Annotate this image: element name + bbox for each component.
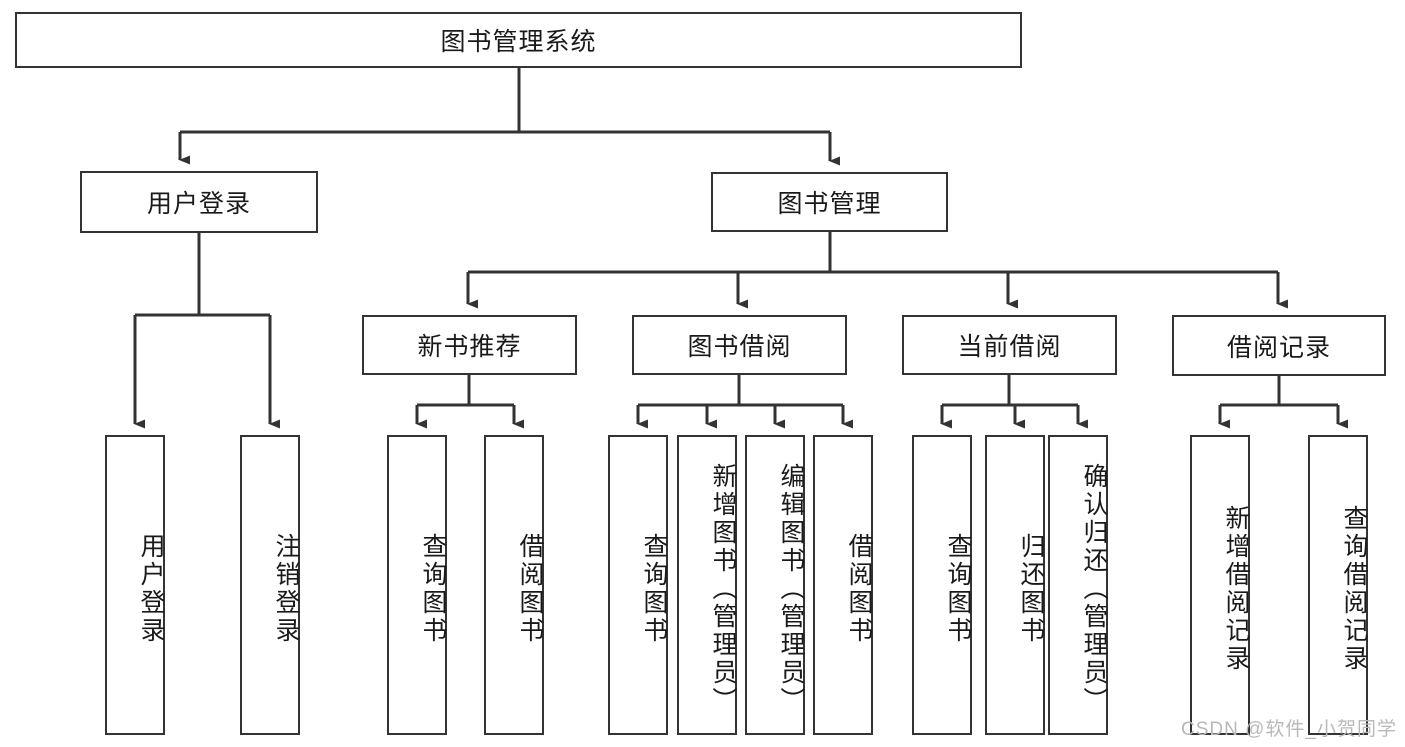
node-user-login[interactable]: 用户登录: [80, 171, 318, 233]
node-book-management[interactable]: 图书管理: [711, 172, 948, 232]
node-label: 图书借阅: [687, 333, 792, 361]
leaf-borrow-query-book[interactable]: 查询图书: [608, 435, 668, 735]
node-label: 注销登录: [272, 533, 300, 645]
node-label: 编辑图书（管理员）: [777, 463, 805, 715]
node-label: 查询图书: [419, 533, 447, 645]
node-label: 借阅图书: [516, 533, 544, 645]
leaf-newbook-query-book[interactable]: 查询图书: [387, 435, 447, 735]
leaf-newbook-borrow-book[interactable]: 借阅图书: [484, 435, 544, 735]
leaf-user-logout[interactable]: 注销登录: [240, 435, 300, 735]
node-book-borrow[interactable]: 图书借阅: [632, 315, 847, 375]
node-label: 图书管理: [777, 190, 882, 218]
leaf-current-return-book[interactable]: 归还图书: [985, 435, 1045, 735]
node-label: 用户登录: [146, 190, 251, 218]
leaf-record-query-record[interactable]: 查询借阅记录: [1308, 435, 1368, 735]
node-borrow-record[interactable]: 借阅记录: [1172, 315, 1386, 376]
node-label: 查询借阅记录: [1340, 505, 1368, 673]
node-label: 新书推荐: [417, 333, 522, 361]
node-label: 借阅图书: [845, 533, 873, 645]
leaf-current-query-book[interactable]: 查询图书: [912, 435, 972, 735]
node-label: 借阅记录: [1226, 333, 1331, 362]
node-label: 用户登录: [137, 533, 165, 645]
node-current-borrow[interactable]: 当前借阅: [902, 315, 1117, 375]
node-label: 归还图书: [1017, 533, 1045, 645]
leaf-current-confirm-return-admin[interactable]: 确认归还（管理员）: [1048, 435, 1108, 735]
node-root-system[interactable]: 图书管理系统: [15, 12, 1022, 68]
leaf-user-login[interactable]: 用户登录: [105, 435, 165, 735]
csdn-watermark: CSDN @软件_小贺同学: [1181, 719, 1397, 740]
node-label: 图书管理系统: [440, 28, 597, 56]
node-label: 确认归还（管理员）: [1080, 463, 1108, 715]
node-label: 当前借阅: [957, 333, 1062, 361]
leaf-borrow-edit-book-admin[interactable]: 编辑图书（管理员）: [745, 435, 805, 735]
leaf-borrow-add-book-admin[interactable]: 新增图书（管理员）: [677, 435, 737, 735]
node-label: 新增借阅记录: [1222, 505, 1250, 673]
node-label: 查询图书: [944, 533, 972, 645]
node-label: 查询图书: [640, 533, 668, 645]
node-new-book-recommend[interactable]: 新书推荐: [362, 315, 577, 375]
leaf-borrow-lend-book[interactable]: 借阅图书: [813, 435, 873, 735]
node-label: 新增图书（管理员）: [709, 463, 737, 715]
leaf-record-add-record[interactable]: 新增借阅记录: [1190, 435, 1250, 735]
